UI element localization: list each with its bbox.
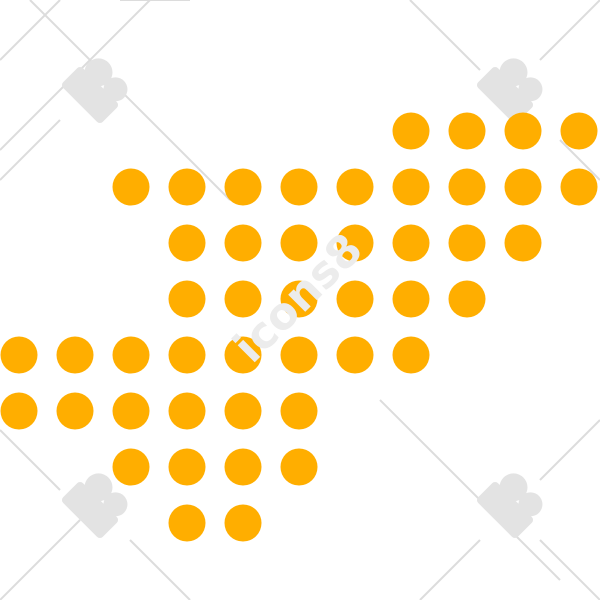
dot xyxy=(0,392,38,430)
dot xyxy=(112,336,150,374)
dot xyxy=(168,392,206,430)
dot xyxy=(168,504,206,542)
dot xyxy=(224,336,262,374)
dot xyxy=(0,336,38,374)
watermark-logo-bottom-right xyxy=(476,473,543,539)
dot xyxy=(504,224,542,262)
dot xyxy=(168,448,206,486)
dot xyxy=(168,280,206,318)
dot xyxy=(448,112,486,150)
dot xyxy=(280,168,318,206)
dot xyxy=(560,168,598,206)
watermark-logo-top-right xyxy=(476,58,543,124)
dot xyxy=(392,224,430,262)
dot xyxy=(224,224,262,262)
dot xyxy=(504,168,542,206)
dot xyxy=(280,448,318,486)
dot xyxy=(168,168,206,206)
dot xyxy=(336,168,374,206)
watermark-text: icons8 xyxy=(224,224,373,373)
dot xyxy=(336,280,374,318)
dot xyxy=(280,280,318,318)
dot xyxy=(224,448,262,486)
dot xyxy=(56,392,94,430)
dot xyxy=(224,280,262,318)
dot xyxy=(560,112,598,150)
dot xyxy=(336,224,374,262)
dot xyxy=(280,392,318,430)
dot xyxy=(392,336,430,374)
dot xyxy=(504,112,542,150)
dot xyxy=(392,280,430,318)
dot xyxy=(336,336,374,374)
dot xyxy=(448,224,486,262)
dot xyxy=(112,168,150,206)
dot xyxy=(56,336,94,374)
dot xyxy=(392,168,430,206)
dot xyxy=(112,448,150,486)
dot xyxy=(224,504,262,542)
dot xyxy=(224,392,262,430)
dot xyxy=(448,168,486,206)
dot xyxy=(280,224,318,262)
dot xyxy=(168,336,206,374)
dot xyxy=(112,392,150,430)
watermark-logo-top-left xyxy=(61,58,128,124)
dot xyxy=(168,224,206,262)
dot xyxy=(448,280,486,318)
watermark-logo-bottom-left xyxy=(61,473,128,539)
dot xyxy=(392,112,430,150)
dot xyxy=(224,168,262,206)
dot xyxy=(280,336,318,374)
